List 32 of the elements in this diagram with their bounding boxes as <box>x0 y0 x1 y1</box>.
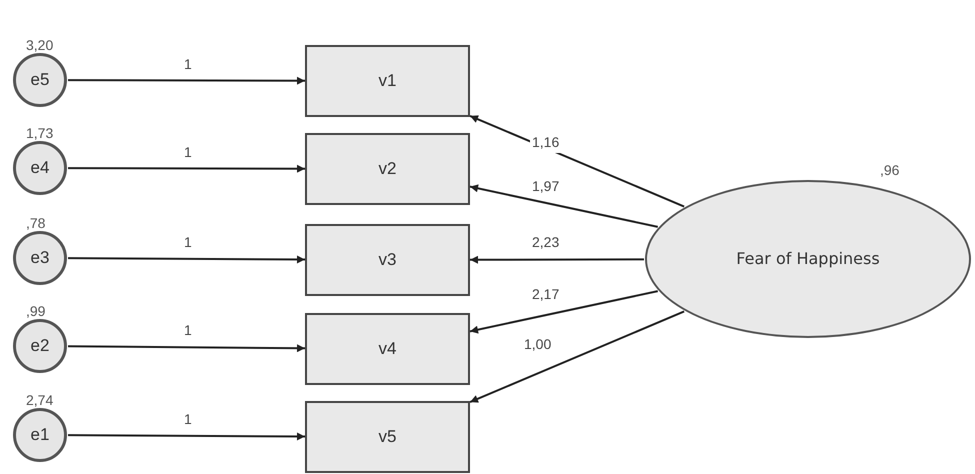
node-label: e1 <box>30 424 50 446</box>
arrow <box>68 255 305 264</box>
node-label: e2 <box>30 335 50 358</box>
variance-label: ,78 <box>26 214 46 233</box>
variable-box <box>305 313 470 385</box>
variance-label: 2,74 <box>26 391 54 410</box>
arrow <box>470 184 658 228</box>
node-label: e5 <box>30 69 50 92</box>
variable-box <box>305 224 470 296</box>
node-label: v2 <box>378 158 396 180</box>
variance-label: 3,20 <box>26 36 54 55</box>
arrow <box>68 432 305 440</box>
node-label: v1 <box>378 70 396 92</box>
node-label: v5 <box>378 426 396 448</box>
variance-label: 1,73 <box>26 124 54 143</box>
variable-box <box>305 133 470 205</box>
node-label: v4 <box>378 338 396 360</box>
node-label: e3 <box>30 247 50 270</box>
arrow <box>68 164 305 173</box>
variable-box <box>305 401 470 473</box>
variance-label: ,96 <box>880 161 900 180</box>
variance-label: ,99 <box>26 302 46 321</box>
node-label: Fear of Happiness <box>736 248 880 270</box>
node-label: e4 <box>30 157 50 180</box>
arrow <box>68 76 305 85</box>
variable-box <box>305 45 470 117</box>
arrow <box>470 256 644 264</box>
arrow <box>470 115 685 208</box>
arrow <box>470 310 685 403</box>
arrow <box>68 344 306 352</box>
node-label: v3 <box>378 249 396 272</box>
arrow <box>470 290 658 334</box>
